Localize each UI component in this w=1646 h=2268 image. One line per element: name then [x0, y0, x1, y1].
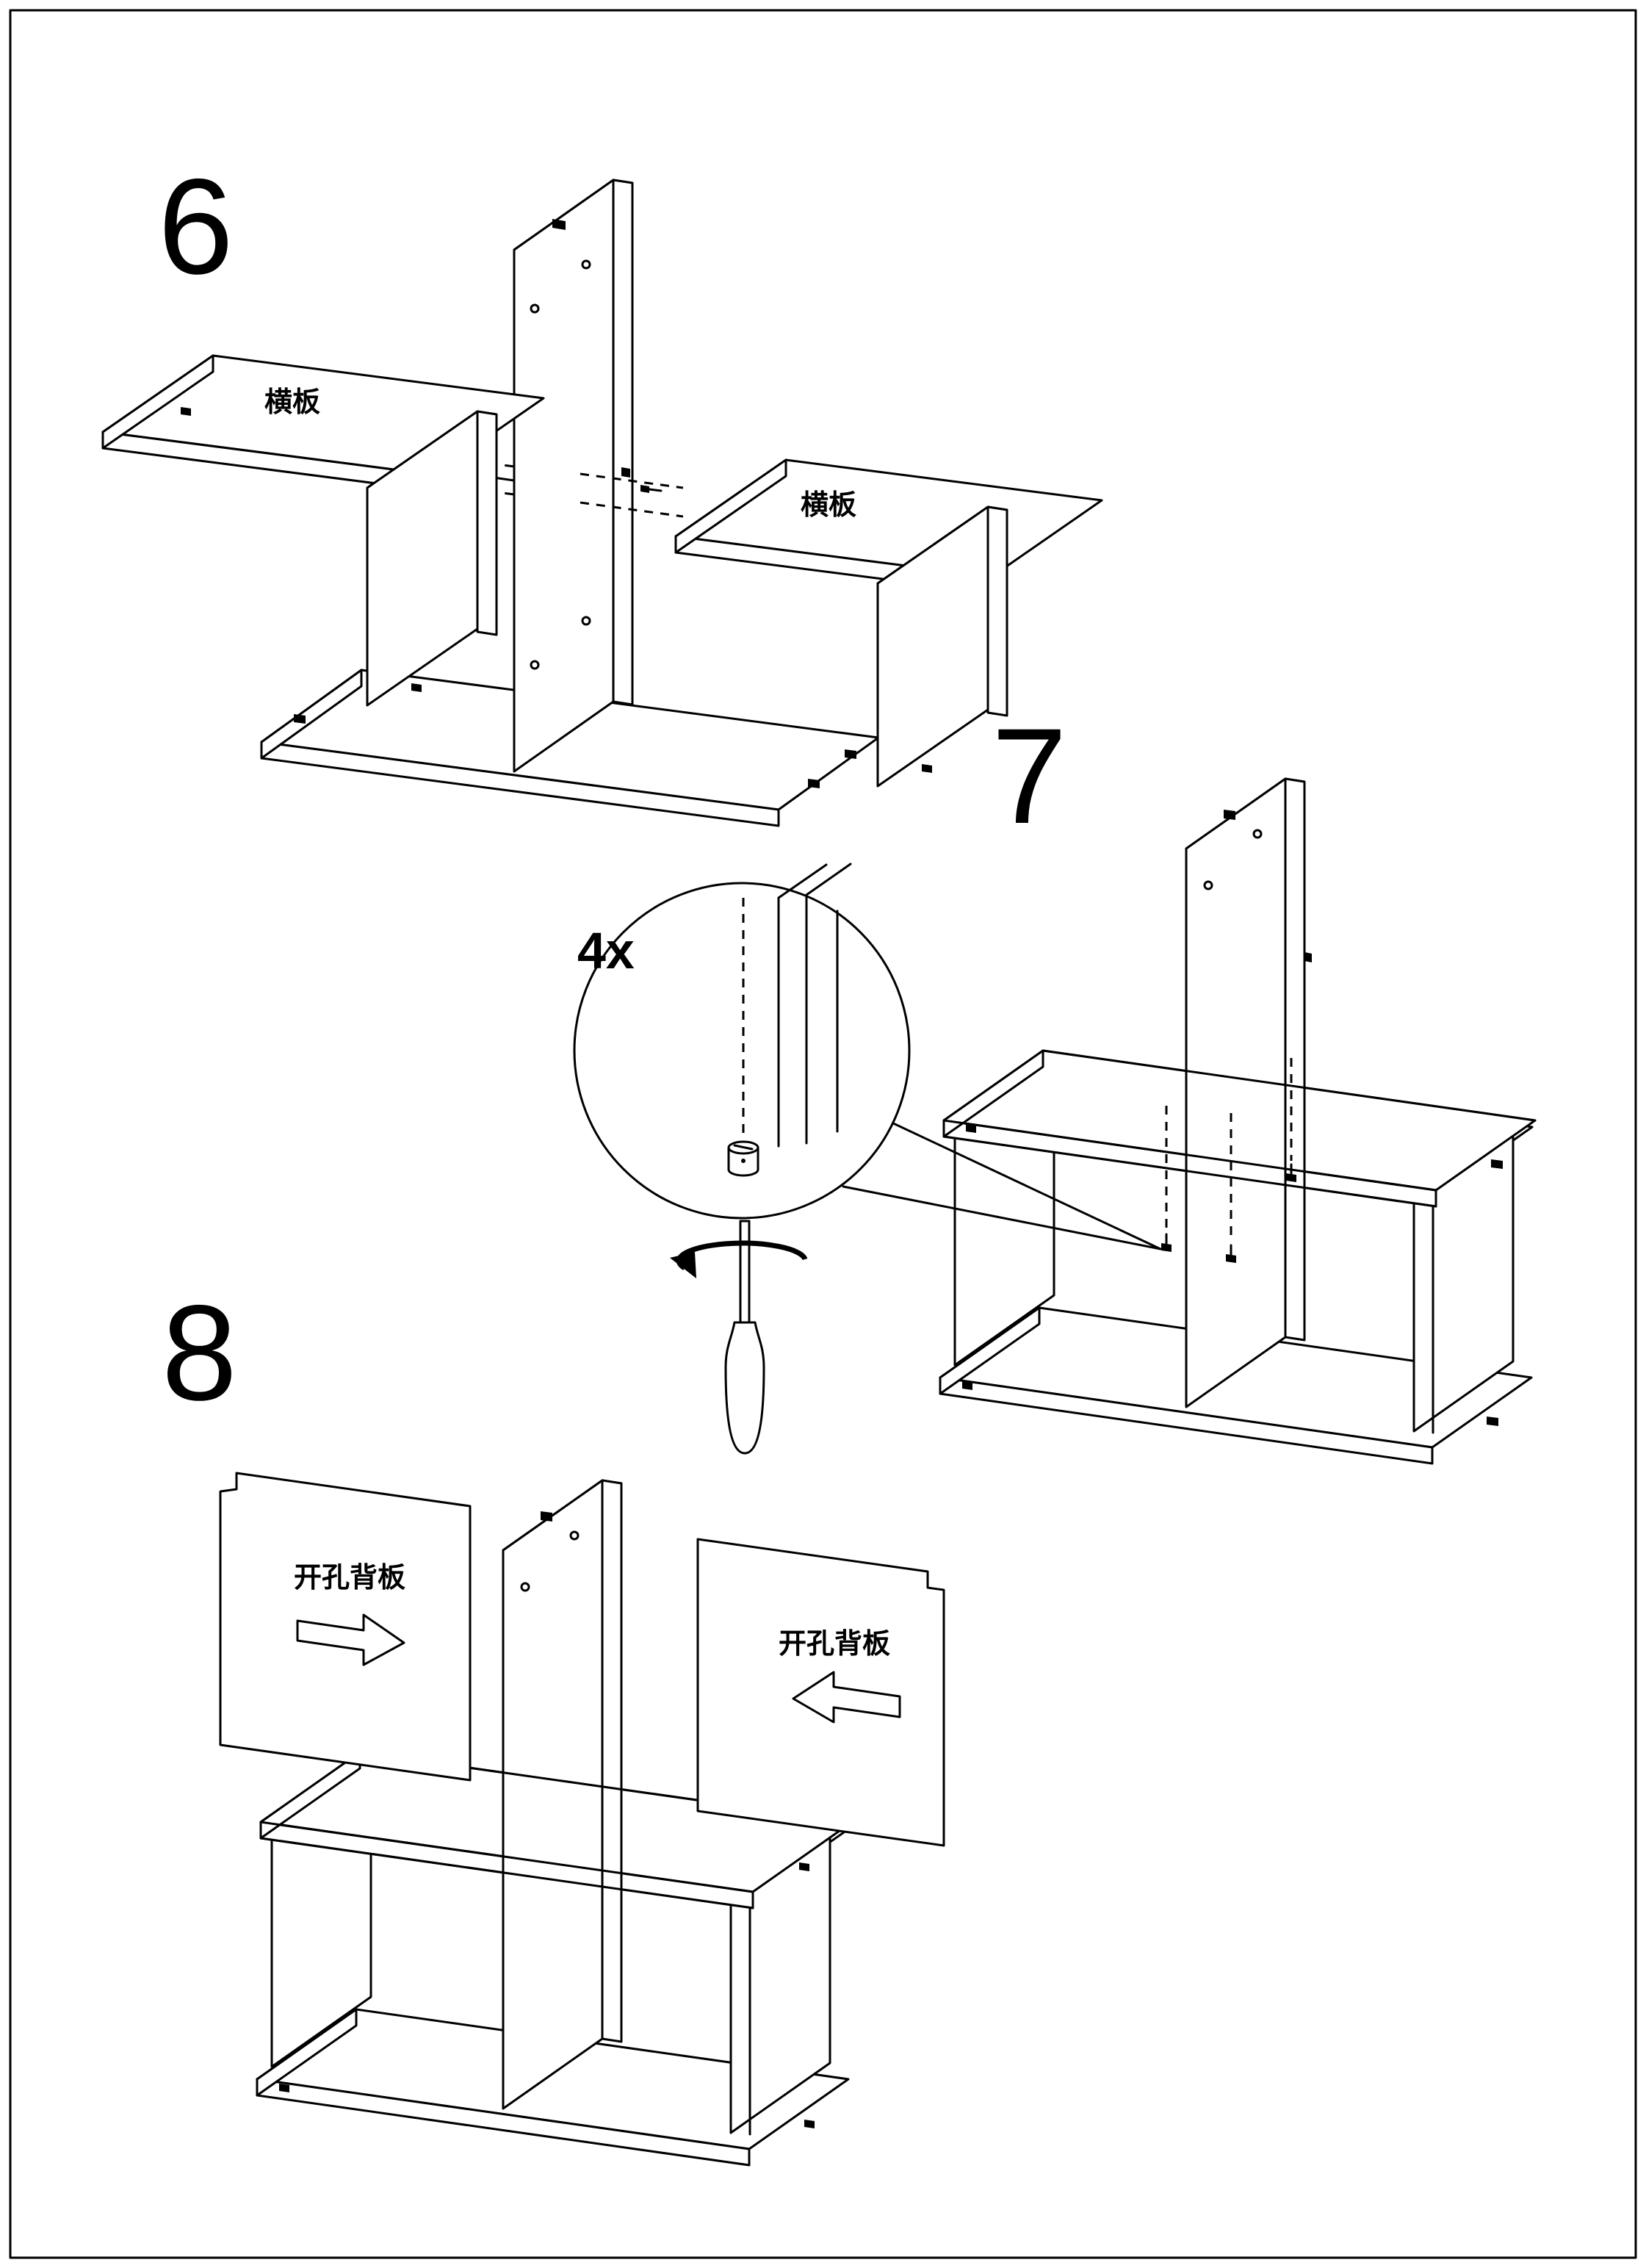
cam-fitting-icon: [804, 2120, 815, 2128]
magnified-panel-edge: [777, 863, 852, 1148]
cam-fitting-icon: [181, 407, 191, 416]
right-support-panel: [876, 505, 1008, 788]
back-panel-right-label: 开孔背板: [779, 1629, 890, 1660]
cam-fitting-icon: [799, 1862, 809, 1871]
cam-fitting-icon: [922, 764, 932, 773]
screw-icon: [1161, 1233, 1172, 1252]
back-panel-right: 开孔背板: [696, 1538, 945, 1847]
cam-fitting-icon: [541, 1511, 552, 1522]
arrow-left-icon: [792, 1671, 901, 1724]
quantity-label: 4x: [577, 922, 635, 979]
left-board-label: 横板: [264, 387, 320, 418]
arrow-right-icon: [296, 1613, 405, 1666]
step6-section: 6: [101, 151, 1103, 827]
step7-section: 7: [573, 701, 1537, 1465]
magnifier-detail: [573, 863, 1162, 1250]
bottom-shelf: [260, 669, 880, 827]
center-panel: [1185, 777, 1312, 1408]
center-panel: [502, 1479, 623, 2110]
cam-fitting-icon: [1487, 1416, 1498, 1426]
center-panel: [492, 179, 634, 773]
back-panel-left-label: 开孔背板: [294, 1563, 405, 1594]
right-board-label: 横板: [801, 490, 856, 521]
left-board: 横板: [101, 354, 545, 707]
step8-unit: [256, 1479, 853, 2167]
back-panel-left: 开孔背板: [219, 1472, 472, 1782]
cam-fitting-icon: [294, 714, 306, 724]
cam-fitting-icon: [1224, 810, 1235, 820]
bottom-shelf: [939, 1306, 1533, 1465]
screw-guides: [1161, 1058, 1296, 1263]
screw-icon: [1226, 1244, 1236, 1263]
cam-fitting-icon: [279, 2084, 289, 2092]
left-support-panel: [366, 410, 498, 707]
cam-fitting-icon: [966, 1124, 976, 1133]
rotation-arrow-icon: [670, 1240, 808, 1278]
mid-shelf-edges: [942, 1049, 1537, 1208]
step6-number: 6: [158, 151, 234, 303]
cam-fitting-icon: [1304, 952, 1312, 962]
page-border: [9, 9, 1637, 2259]
cam-fitting-icon: [621, 467, 630, 478]
cam-lock-icon: [727, 1140, 759, 1177]
cam-fitting-icon: [962, 1381, 972, 1390]
step7-number: 7: [992, 701, 1067, 852]
cam-fitting-icon: [411, 683, 422, 692]
step6-illustration: 横板 横板: [101, 179, 1103, 827]
magnifier-tail: [842, 1120, 1162, 1250]
cam-fitting-icon: [552, 219, 566, 230]
cam-fitting-icon: [808, 779, 820, 788]
screwdriver-icon: [670, 1220, 808, 1455]
step8-section: 8: [162, 1278, 945, 2167]
cam-fitting-icon: [1491, 1159, 1503, 1169]
screw-icon: [1286, 1163, 1296, 1182]
magnifier-circle: [573, 882, 911, 1220]
cam-fitting-icon: [845, 749, 856, 759]
screw-icon: [640, 485, 663, 493]
right-board: 横板: [674, 458, 1103, 788]
step8-number: 8: [162, 1278, 237, 1429]
bottom-shelf: [256, 2008, 850, 2167]
step7-unit: [939, 777, 1537, 1465]
